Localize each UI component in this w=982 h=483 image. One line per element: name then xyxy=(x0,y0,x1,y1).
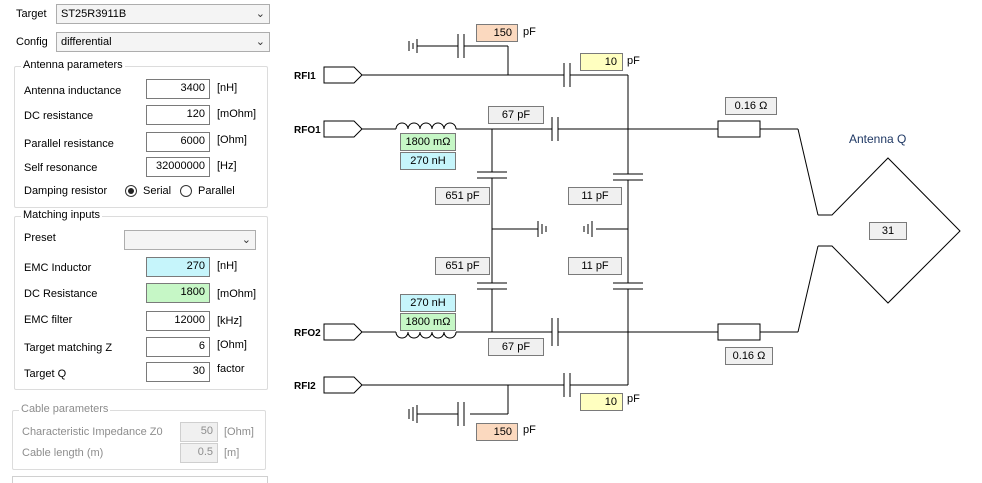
pin-rfi1-label: RFI1 xyxy=(294,71,316,82)
ground-symbol-bottom-left xyxy=(408,405,418,423)
cap-shunt-left-bottom-value: 651 pF xyxy=(435,257,490,275)
preset-label: Preset xyxy=(24,232,56,244)
parallel-resistance-label: Parallel resistance xyxy=(24,138,114,150)
cap-bottom-outer-unit: pF xyxy=(523,424,536,436)
resistor-top xyxy=(717,120,761,138)
target-matching-z-label: Target matching Z xyxy=(24,342,113,354)
cap-shunt-right-bottom-value: 11 pF xyxy=(568,257,622,275)
cap-bottom-outer-value: 150 xyxy=(476,423,518,441)
rfo2-pin-shape xyxy=(323,323,363,341)
ground-symbol-center-right xyxy=(583,221,593,237)
config-select[interactable]: differential ⌄ xyxy=(56,32,270,52)
rfi1-pin-shape xyxy=(323,66,363,84)
antenna-inductance-unit: [nH] xyxy=(217,82,238,94)
serial-radio[interactable] xyxy=(125,185,137,197)
target-select[interactable]: ST25R3911B ⌄ xyxy=(56,4,270,24)
pin-rfo1-label: RFO1 xyxy=(294,125,321,136)
self-resonance-label: Self resonance xyxy=(24,162,98,174)
antenna-parameters-group: Antenna parameters xyxy=(14,59,268,208)
emc-filter-label: EMC filter xyxy=(24,314,73,326)
ground-symbol-center-left xyxy=(537,221,547,237)
self-resonance-input[interactable]: 32000000 xyxy=(146,157,210,177)
inductor-top-inductance: 270 nH xyxy=(400,152,456,170)
chevron-down-icon: ⌄ xyxy=(241,234,251,246)
matching-inputs-title: Matching inputs xyxy=(21,209,103,221)
emc-inductor-unit: [nH] xyxy=(217,260,238,272)
target-label: Target xyxy=(16,8,47,20)
cap-top-outer-unit: pF xyxy=(523,26,536,38)
ground-symbol-top-left xyxy=(408,39,418,53)
cap-series-bottom-value: 67 pF xyxy=(488,338,544,356)
rfi2-pin-shape xyxy=(323,376,363,394)
cap-top-inner-unit: pF xyxy=(627,55,640,67)
inductor-bottom-resistance: 1800 mΩ xyxy=(400,313,456,331)
resistor-top-value: 0.16 Ω xyxy=(725,97,777,115)
resistor-bottom-value: 0.16 Ω xyxy=(725,347,773,365)
cap-shunt-right-top-value: 11 pF xyxy=(568,187,622,205)
antenna-shape xyxy=(818,157,961,304)
parallel-radio-label: Parallel xyxy=(198,185,235,197)
self-resonance-unit: [Hz] xyxy=(217,160,237,172)
cap-series-top-value: 67 pF xyxy=(488,106,544,124)
characteristic-impedance-unit: [Ohm] xyxy=(224,426,254,438)
target-matching-z-input[interactable]: 6 xyxy=(146,337,210,357)
cap-shunt-left-top-value: 651 pF xyxy=(435,187,490,205)
antenna-parameters-title: Antenna parameters xyxy=(21,59,125,71)
preset-select[interactable]: ⌄ xyxy=(124,230,256,250)
parallel-resistance-unit: [Ohm] xyxy=(217,134,247,146)
config-label: Config xyxy=(16,36,48,48)
pin-rfo2-label: RFO2 xyxy=(294,328,321,339)
emc-filter-unit: [kHz] xyxy=(217,315,243,327)
target-q-label: Target Q xyxy=(24,368,67,380)
chevron-down-icon: ⌄ xyxy=(255,8,265,20)
target-q-unit: factor xyxy=(217,363,245,375)
emc-inductor-label: EMC Inductor xyxy=(24,262,92,274)
inductor-top-resistance: 1800 mΩ xyxy=(400,133,456,151)
target-select-value: ST25R3911B xyxy=(61,8,127,20)
inductor-bottom-inductance: 270 nH xyxy=(400,294,456,312)
characteristic-impedance-input[interactable]: 50 xyxy=(180,422,218,442)
damping-resistor-label: Damping resistor xyxy=(24,185,108,197)
dc-resistance-input[interactable]: 120 xyxy=(146,105,210,125)
target-q-input[interactable]: 30 xyxy=(146,362,210,382)
dc-resistance-label: DC resistance xyxy=(24,110,94,122)
pin-rfi2-label: RFI2 xyxy=(294,381,316,392)
matching-inputs-group: Matching inputs xyxy=(14,209,268,390)
cable-parameters-title: Cable parameters xyxy=(19,403,111,415)
emc-filter-input[interactable]: 12000 xyxy=(146,311,210,331)
emc-inductor-input[interactable]: 270 xyxy=(146,257,210,277)
cap-top-inner-value: 10 xyxy=(580,53,623,71)
antenna-inductance-input[interactable]: 3400 xyxy=(146,79,210,99)
cable-length-label: Cable length (m) xyxy=(22,447,104,459)
target-matching-z-unit: [Ohm] xyxy=(217,339,247,351)
cap-top-outer-value: 150 xyxy=(476,24,518,42)
chevron-down-icon: ⌄ xyxy=(255,36,265,48)
parallel-radio[interactable] xyxy=(180,185,192,197)
cable-parameters-group: Cable parameters xyxy=(12,403,266,470)
cable-length-input[interactable]: 0.5 xyxy=(180,443,218,463)
antenna-q-value: 31 xyxy=(869,222,907,240)
resistor-bottom xyxy=(717,323,761,341)
rfo1-pin-shape xyxy=(323,120,363,138)
dc-resistance-unit: [mOhm] xyxy=(217,108,257,120)
cap-bottom-inner-unit: pF xyxy=(627,393,640,405)
characteristic-impedance-label: Characteristic Impedance Z0 xyxy=(22,426,163,438)
cable-length-unit: [m] xyxy=(224,447,240,459)
config-select-value: differential xyxy=(61,36,112,48)
antenna-q-title: Antenna Q xyxy=(849,132,907,146)
dc-resistance-matching-label: DC Resistance xyxy=(24,288,98,300)
parallel-resistance-input[interactable]: 6000 xyxy=(146,132,210,152)
antenna-inductance-label: Antenna inductance xyxy=(24,85,122,97)
serial-radio-label: Serial xyxy=(143,185,172,197)
dc-resistance-matching-unit: [mOhm] xyxy=(217,288,257,300)
cap-bottom-inner-value: 10 xyxy=(580,393,623,411)
dc-resistance-matching-input[interactable]: 1800 xyxy=(146,283,210,303)
